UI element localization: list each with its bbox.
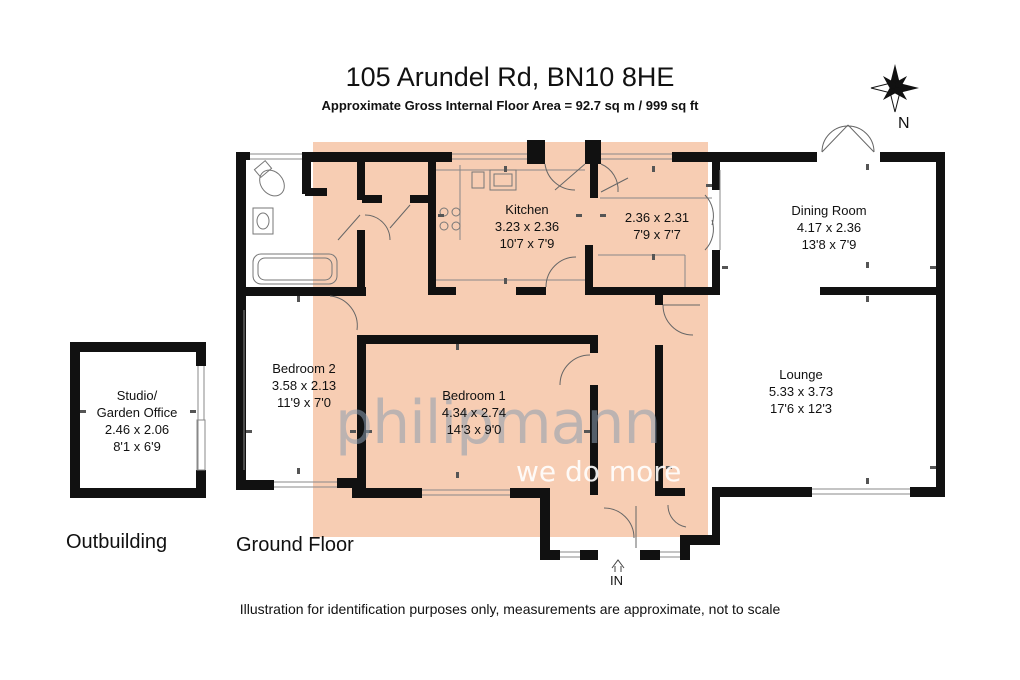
- room-bedroom-1: Bedroom 1 4.34 x 2.74 14'3 x 9'0: [442, 387, 506, 438]
- room-metric: 3.58 x 2.13: [271, 378, 337, 393]
- room-metric: 5.33 x 3.73: [768, 384, 834, 399]
- outbuilding-details: [196, 366, 206, 471]
- floor-area-summary: Approximate Gross Internal Floor Area = …: [321, 98, 699, 113]
- entrance-arrow-icon: [611, 559, 625, 572]
- room-name: Dining Room: [791, 203, 867, 218]
- room-imperial: 14'3 x 9'0: [446, 422, 502, 437]
- room-name-line1: Studio/: [116, 388, 158, 403]
- dimension-markers: [246, 164, 936, 484]
- window-lines: [243, 153, 910, 558]
- room-name: Lounge: [779, 367, 823, 382]
- room-bedroom-2: Bedroom 2 3.58 x 2.13 11'9 x 7'0: [272, 360, 336, 411]
- room-imperial: 10'7 x 7'9: [499, 236, 555, 251]
- room-kitchen: Kitchen 3.23 x 2.36 10'7 x 7'9: [495, 201, 559, 252]
- main-walls: [236, 140, 945, 560]
- room-name: Bedroom 1: [442, 388, 506, 403]
- disclaimer: Illustration for identification purposes…: [239, 601, 781, 617]
- watermark-tagline: we do more: [516, 455, 682, 488]
- room-lounge: Lounge 5.33 x 3.73 17'6 x 12'3: [769, 366, 833, 417]
- room-utility: 2.36 x 2.31 7'9 x 7'7: [625, 209, 689, 243]
- room-studio: Studio/ Garden Office 2.46 x 2.06 8'1 x …: [97, 387, 178, 455]
- door-arcs: [329, 124, 875, 548]
- room-imperial: 13'8 x 7'9: [801, 237, 857, 252]
- room-imperial: 17'6 x 12'3: [769, 401, 833, 416]
- room-name-line2: Garden Office: [96, 405, 178, 420]
- room-name: Bedroom 2: [272, 361, 336, 376]
- kitchen-fixtures: [439, 169, 517, 231]
- room-dining-room: Dining Room 4.17 x 2.36 13'8 x 7'9: [791, 202, 866, 253]
- room-imperial: 11'9 x 7'0: [277, 395, 331, 410]
- room-metric: 2.36 x 2.31: [624, 210, 690, 225]
- section-outbuilding: Outbuilding: [66, 531, 168, 553]
- section-ground-floor: Ground Floor: [236, 534, 354, 556]
- property-address: 105 Arundel Rd, BN10 8HE: [345, 62, 675, 92]
- bathroom-fixtures: [252, 159, 338, 285]
- room-metric: 4.17 x 2.36: [796, 220, 862, 235]
- room-metric: 2.46 x 2.06: [104, 422, 170, 437]
- compass-north-label: N: [898, 115, 910, 132]
- room-name: Kitchen: [505, 202, 549, 217]
- room-metric: 3.23 x 2.36: [494, 219, 560, 234]
- watermark-brand: philipmann: [335, 388, 661, 458]
- compass-icon: [870, 64, 919, 113]
- outbuilding-walls: [70, 342, 206, 498]
- entrance-label: IN: [610, 573, 623, 588]
- room-metric: 4.34 x 2.74: [441, 405, 507, 420]
- room-imperial: 8'1 x 6'9: [113, 439, 161, 454]
- room-imperial: 7'9 x 7'7: [633, 227, 681, 242]
